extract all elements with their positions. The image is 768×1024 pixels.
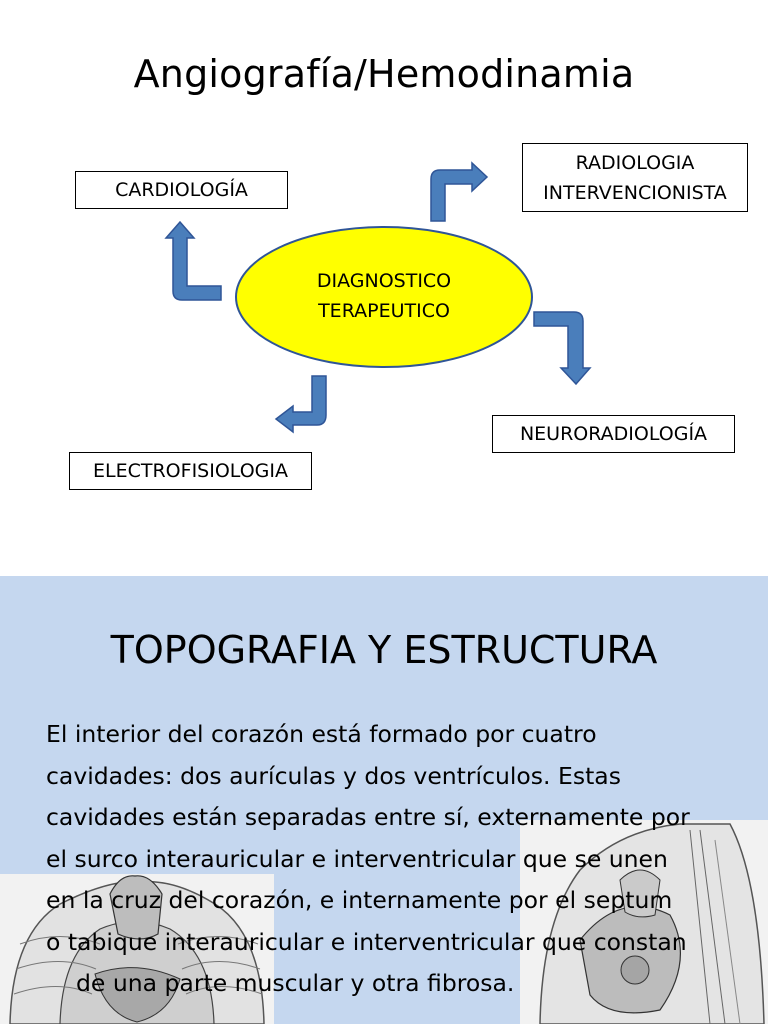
center-label-line2: TERAPEUTICO: [318, 300, 450, 322]
center-label-line1: DIAGNOSTICO: [316, 270, 452, 292]
paragraph-line: o tabique interauricular e interventricu…: [46, 927, 687, 956]
box-neuroradiologia-label: NEURORADIOLOGÍA: [519, 423, 708, 445]
box-electrofisiologia-label: ELECTROFISIOLOGIA: [93, 460, 288, 482]
arrow-radiologia-icon: [430, 161, 489, 222]
center-ellipse: [235, 226, 533, 368]
slide-topografia: TOPOGRAFIA Y ESTRUCTURA El interior del …: [0, 576, 768, 1024]
box-electrofisiologia: ELECTROFISIOLOGIA: [69, 452, 312, 490]
box-radiologia-line1: RADIOLOGIA: [575, 151, 695, 174]
anatomy-thorax-illustration: [0, 874, 274, 1024]
paragraph-line: cavidades están separadas entre sí, exte…: [46, 803, 690, 831]
arrow-electrofisiologia-icon: [274, 375, 327, 434]
paragraph-line: El interior del corazón está formado por…: [46, 720, 597, 748]
box-neuroradiologia: NEURORADIOLOGÍA: [492, 415, 735, 453]
slide-title: Angiografía/Hemodinamia: [133, 52, 635, 96]
slide-angiografia: Angiografía/Hemodinamia DIAGNOSTICO TERA…: [69, 52, 748, 490]
arrow-neuroradiologia-icon: [533, 311, 592, 386]
paragraph-line: cavidades: dos aurículas y dos ventrícul…: [46, 761, 621, 790]
box-cardiologia-label: CARDIOLOGÍA: [115, 179, 248, 201]
box-radiologia: RADIOLOGIA INTERVENCIONISTA: [522, 143, 748, 212]
anatomy-heart-illustration: [520, 820, 768, 1024]
box-cardiologia: CARDIOLOGÍA: [75, 171, 288, 209]
slide-title: TOPOGRAFIA Y ESTRUCTURA: [110, 628, 658, 672]
box-radiologia-line2: INTERVENCIONISTA: [543, 181, 727, 204]
paragraph-line: el surco interauricular e interventricul…: [46, 844, 668, 873]
body-paragraph: El interior del corazón está formado por…: [46, 714, 726, 1005]
paragraph-line: de una parte muscular y otra fibrosa.: [76, 969, 515, 997]
center-label: DIAGNOSTICO TERAPEUTICO: [235, 266, 533, 326]
arrow-cardiologia-icon: [164, 220, 222, 301]
diagram-arrows: [164, 161, 592, 434]
paragraph-line: en la cruz del corazón, e internamente p…: [46, 886, 673, 914]
